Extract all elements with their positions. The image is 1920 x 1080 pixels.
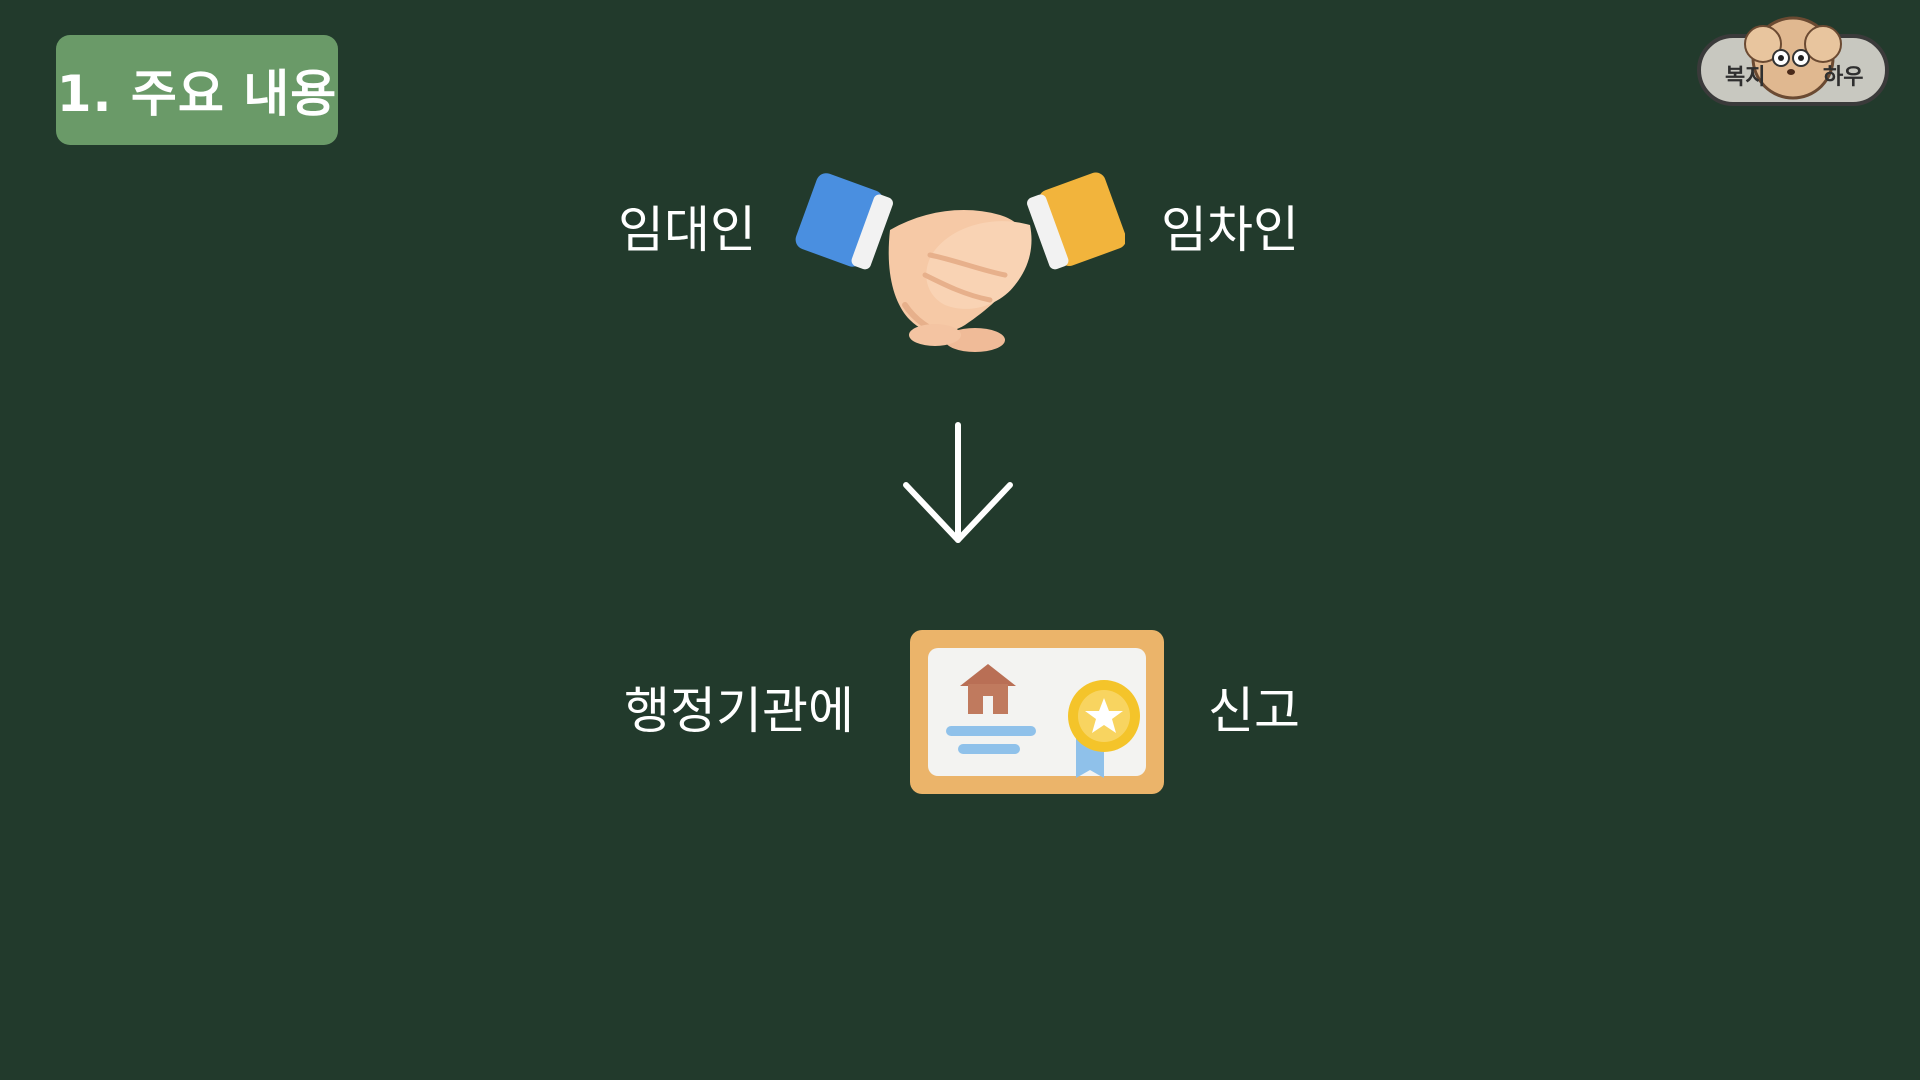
- logo-right-text: 하우: [1823, 65, 1863, 90]
- section-title: 1. 주요 내용: [56, 65, 338, 123]
- house-certificate-icon: [908, 628, 1166, 796]
- brand-logo: 복지 하우: [1695, 14, 1891, 110]
- arrow-down-icon: [898, 420, 1018, 550]
- landlord-label: 임대인: [618, 201, 756, 259]
- report-label: 신고: [1208, 682, 1300, 740]
- tenant-label: 임차인: [1161, 201, 1299, 259]
- logo-mark: 복지 하우: [1697, 16, 1889, 106]
- section-title-badge: 1. 주요 내용: [56, 35, 338, 145]
- administrative-agency-label: 행정기관에: [624, 682, 854, 740]
- handshake-icon: [795, 155, 1125, 360]
- logo-left-text: 복지: [1725, 65, 1765, 90]
